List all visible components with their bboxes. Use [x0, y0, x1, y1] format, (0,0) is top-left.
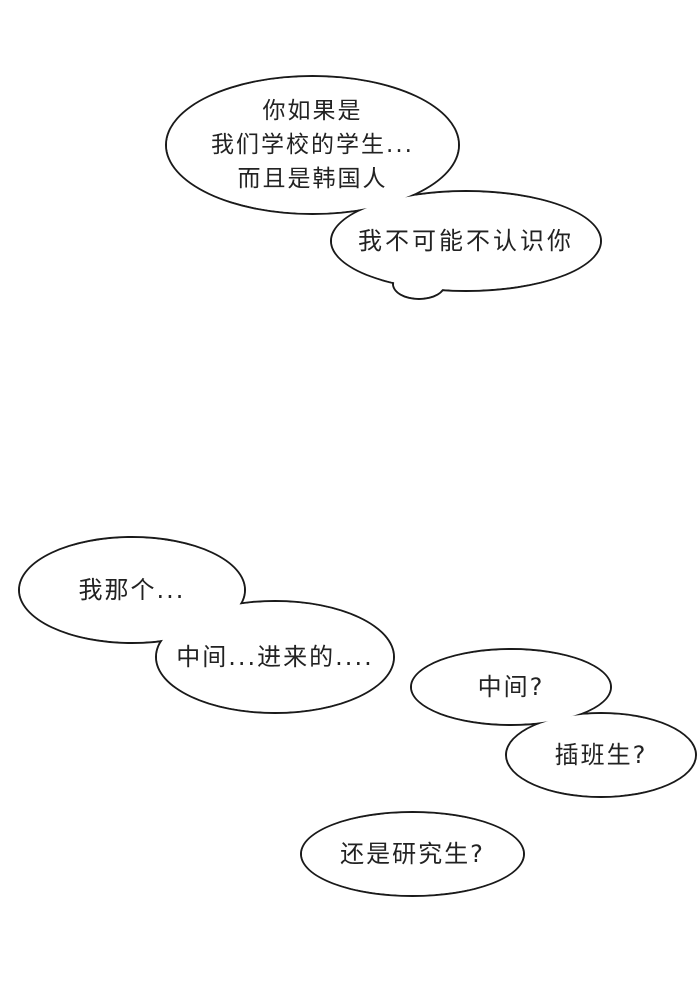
- speech-bubble-fill: [332, 192, 600, 290]
- speech-bubble-came-in-middle: 中间...进来的....: [155, 600, 395, 714]
- speech-bubble-outline: [505, 712, 697, 798]
- speech-bubble-would-recognize: 我不可能不认识你: [330, 190, 602, 292]
- speech-text-line: 中间?: [477, 672, 545, 701]
- speech-bubble-fill: [507, 714, 695, 796]
- speech-bubble-outline: [165, 75, 460, 215]
- speech-text-line: 我那个...: [78, 575, 186, 604]
- speech-bubble-outline: [410, 648, 612, 726]
- speech-bubble-fill: [157, 602, 393, 712]
- speech-bubble-fill: [412, 650, 610, 724]
- speech-bubble-tail-fill: [394, 270, 444, 298]
- speech-text-line: 而且是韩国人: [237, 166, 388, 192]
- speech-text-line: 中间...进来的....: [176, 642, 374, 671]
- speech-bubble-if-you-were: 你如果是 我们学校的学生... 而且是韩国人: [165, 75, 460, 215]
- speech-bubble-transfer-student: 插班生?: [505, 712, 697, 798]
- speech-text-line: 我们学校的学生...: [211, 132, 414, 158]
- speech-bubble-well-i: 我那个...: [18, 536, 246, 644]
- speech-bubble-fill: [167, 77, 458, 213]
- speech-bubble-outline: [300, 811, 525, 897]
- speech-bubble-grad-student: 还是研究生?: [300, 811, 525, 897]
- speech-bubble-outline: [155, 600, 395, 714]
- speech-bubble-middle-question: 中间?: [410, 648, 612, 726]
- speech-bubble-fill: [302, 813, 523, 895]
- speech-text-line: 插班生?: [554, 740, 648, 769]
- speech-text-line: 还是研究生?: [340, 839, 485, 868]
- speech-bubble-outline: [330, 190, 602, 292]
- speech-text-line: 我不可能不认识你: [358, 226, 574, 255]
- speech-text-line: 你如果是: [262, 98, 363, 124]
- speech-bubble-outline: [18, 536, 246, 644]
